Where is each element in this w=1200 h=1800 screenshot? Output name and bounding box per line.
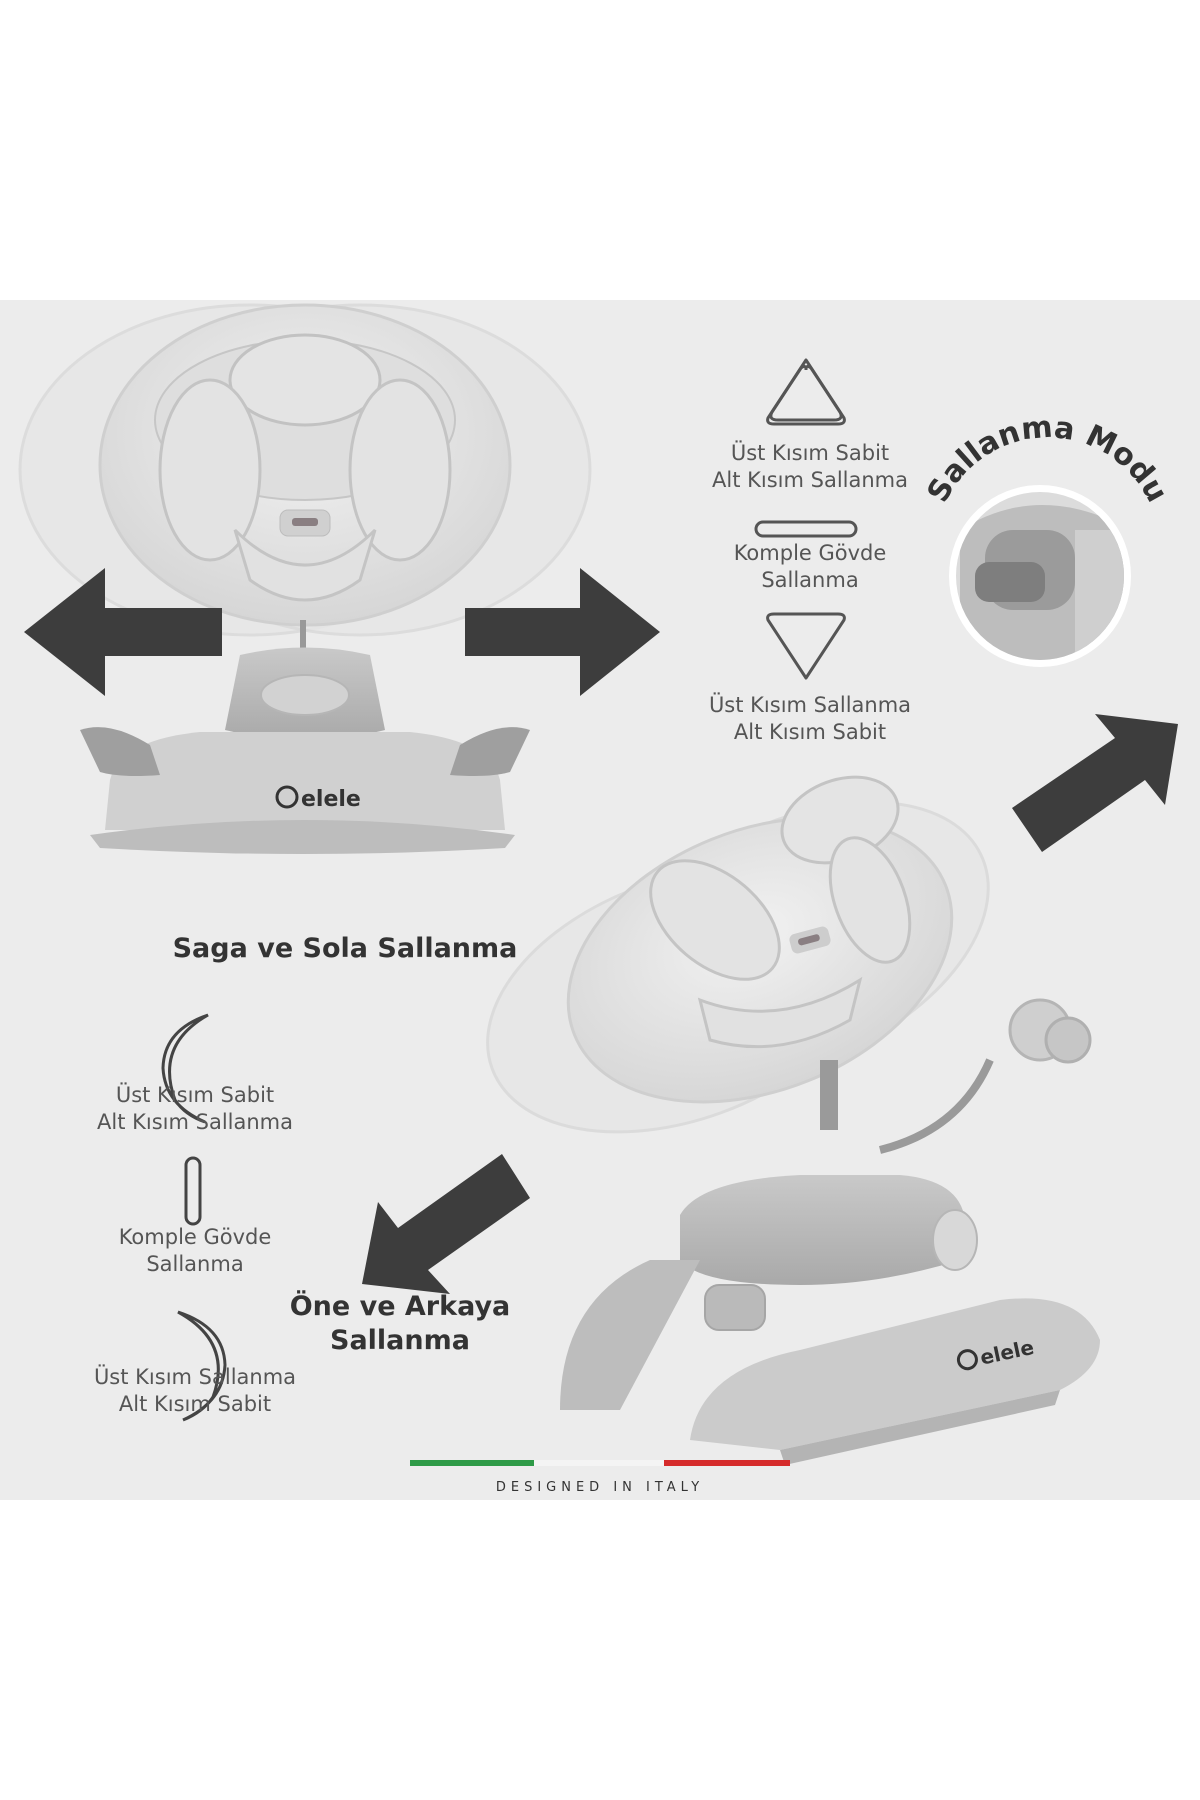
mode-bottom-1-line1: Üst Kısım Sabit	[115, 1083, 275, 1107]
arrow-left-icon	[24, 568, 222, 696]
front-back-heading: Öne ve Arkaya Sallanma	[280, 1290, 520, 1358]
mode-top-3-line1: Üst Kısım Sallanma	[708, 693, 912, 717]
swing-mode-detail: Sallanma Modu	[921, 410, 1174, 667]
swing-front-back-illustration: elele	[486, 775, 1100, 1465]
arrow-up-right-icon	[1012, 714, 1178, 852]
mode-top-3-line2: Alt Kısım Sabit	[733, 720, 887, 744]
italy-flag-white	[534, 1460, 664, 1466]
rounded-triangle-up-icon	[769, 364, 843, 422]
mode-top-2-line1: Komple Gövde	[733, 541, 887, 565]
crescent-left-icon	[161, 1013, 209, 1124]
illustration-scene: elele Sallanma Modu	[18, 303, 1178, 1466]
mode-bottom-2-line2: Sallanma	[146, 1252, 244, 1276]
mode-top-1: Üst Kısım Sabit Alt Kısım Sallanma	[700, 440, 920, 494]
mode-top-2-line2: Sallanma	[761, 568, 859, 592]
mode-top-1-line2: Alt Kısım Sallanma	[712, 468, 908, 492]
arrow-right-icon	[465, 568, 660, 696]
swing-side-to-side-illustration: elele	[18, 303, 592, 854]
mode-top-1-line1: Üst Kısım Sabit	[730, 441, 890, 465]
mode-top-3: Üst Kısım Sallanma Alt Kısım Sabit	[700, 692, 920, 746]
mode-bottom-1: Üst Kısım Sabit Alt Kısım Sallanma	[90, 1082, 300, 1136]
side-to-side-heading: Saga ve Sola Sallanma	[172, 933, 518, 964]
mode-bottom-2-line1: Komple Gövde	[118, 1225, 272, 1249]
mode-bottom-2: Komple Gövde Sallanma	[90, 1224, 300, 1278]
mode-bottom-1-line2: Alt Kısım Sallanma	[97, 1110, 293, 1134]
vertical-pill-icon	[184, 1156, 202, 1226]
italy-flag-red	[664, 1460, 790, 1466]
crescent-right-icon	[177, 1310, 227, 1422]
mode-bottom-3-line2: Alt Kısım Sabit	[118, 1392, 272, 1416]
rounded-triangle-down-icon	[766, 612, 846, 680]
product-panel: elele Sallanma Modu	[0, 300, 1200, 1500]
designed-in-italy: DESIGNED IN ITALY	[495, 1480, 705, 1495]
front-back-heading-line1: Öne ve Arkaya	[289, 1291, 511, 1322]
brand-logo-icon: elele	[275, 785, 361, 812]
mode-bottom-3-line1: Üst Kısım Sallanma	[93, 1365, 297, 1389]
front-back-heading-line2: Sallanma	[330, 1325, 470, 1356]
horizontal-pill-icon	[754, 520, 858, 538]
svg-text:elele: elele	[301, 787, 361, 812]
arrow-down-left-icon	[362, 1154, 530, 1294]
mode-top-2: Komple Gövde Sallanma	[700, 540, 920, 594]
italy-flag-green	[410, 1460, 534, 1466]
mode-bottom-3: Üst Kısım Sallanma Alt Kısım Sabit	[90, 1364, 300, 1418]
